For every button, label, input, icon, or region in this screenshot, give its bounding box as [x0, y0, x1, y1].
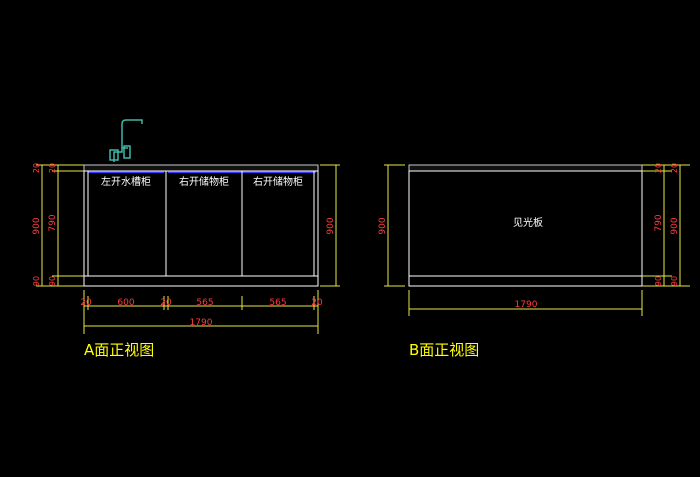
dim-a-right-total: 900: [326, 217, 336, 234]
dim-a-bottom-4: 565: [196, 298, 213, 308]
view-b-title: B面正视图: [409, 341, 479, 359]
dim-a-total-width: 1790: [190, 318, 213, 328]
dim-a-left-mid: 790: [48, 214, 58, 231]
left-dimension-b: [384, 164, 405, 287]
dim-a-left-low-b: 90: [32, 276, 41, 286]
cabinet-label-storage-1: 右开储物柜: [179, 175, 229, 188]
dim-a-bottom-1: 20: [80, 298, 92, 308]
dim-b-right-total: 900: [670, 217, 680, 234]
bottom-dimension-b: [408, 290, 643, 316]
dim-b-right-low-b: 90: [670, 276, 679, 286]
left-dimensions-a: [36, 164, 84, 287]
dim-b-total-width: 1790: [515, 300, 538, 310]
view-a-title: A面正视图: [84, 341, 154, 359]
base-b: [408, 275, 643, 287]
panel-label: 见光板: [513, 216, 543, 229]
dim-a-bottom-5: 565: [269, 298, 286, 308]
dim-b-right-top: 20: [654, 163, 663, 173]
dim-b-left-total: 900: [378, 217, 388, 234]
view-b: 见光板 900 20 790 90 900 20 90 1790: [378, 163, 690, 359]
dim-a-bottom-3: 20: [160, 298, 172, 308]
faucet-icon: [109, 119, 143, 162]
dim-a-left-top: 20: [48, 163, 57, 173]
base-a: [83, 275, 319, 287]
dim-b-right-top-b: 20: [670, 163, 679, 173]
dim-a-bottom-6: 20: [311, 298, 323, 308]
dim-a-left-low: 90: [48, 276, 57, 286]
right-dimensions-b: [642, 164, 690, 287]
dim-a-left-total: 900: [32, 217, 42, 234]
countertop-b: [408, 164, 643, 172]
dim-a-bottom-2: 600: [117, 298, 134, 308]
countertop-a: [83, 164, 319, 172]
bottom-dimensions-a: [83, 290, 319, 334]
view-a: 左开水槽柜 右开储物柜 右开储物柜 20 790 90 900 20 90 90…: [32, 119, 340, 359]
dim-b-right-low: 90: [654, 276, 663, 286]
right-dimension-a: [320, 164, 340, 287]
dim-b-right-mid: 790: [654, 214, 664, 231]
cabinet-label-sink: 左开水槽柜: [101, 175, 151, 188]
cabinet-label-storage-2: 右开储物柜: [253, 175, 303, 188]
dim-a-left-top-b: 20: [32, 163, 41, 173]
